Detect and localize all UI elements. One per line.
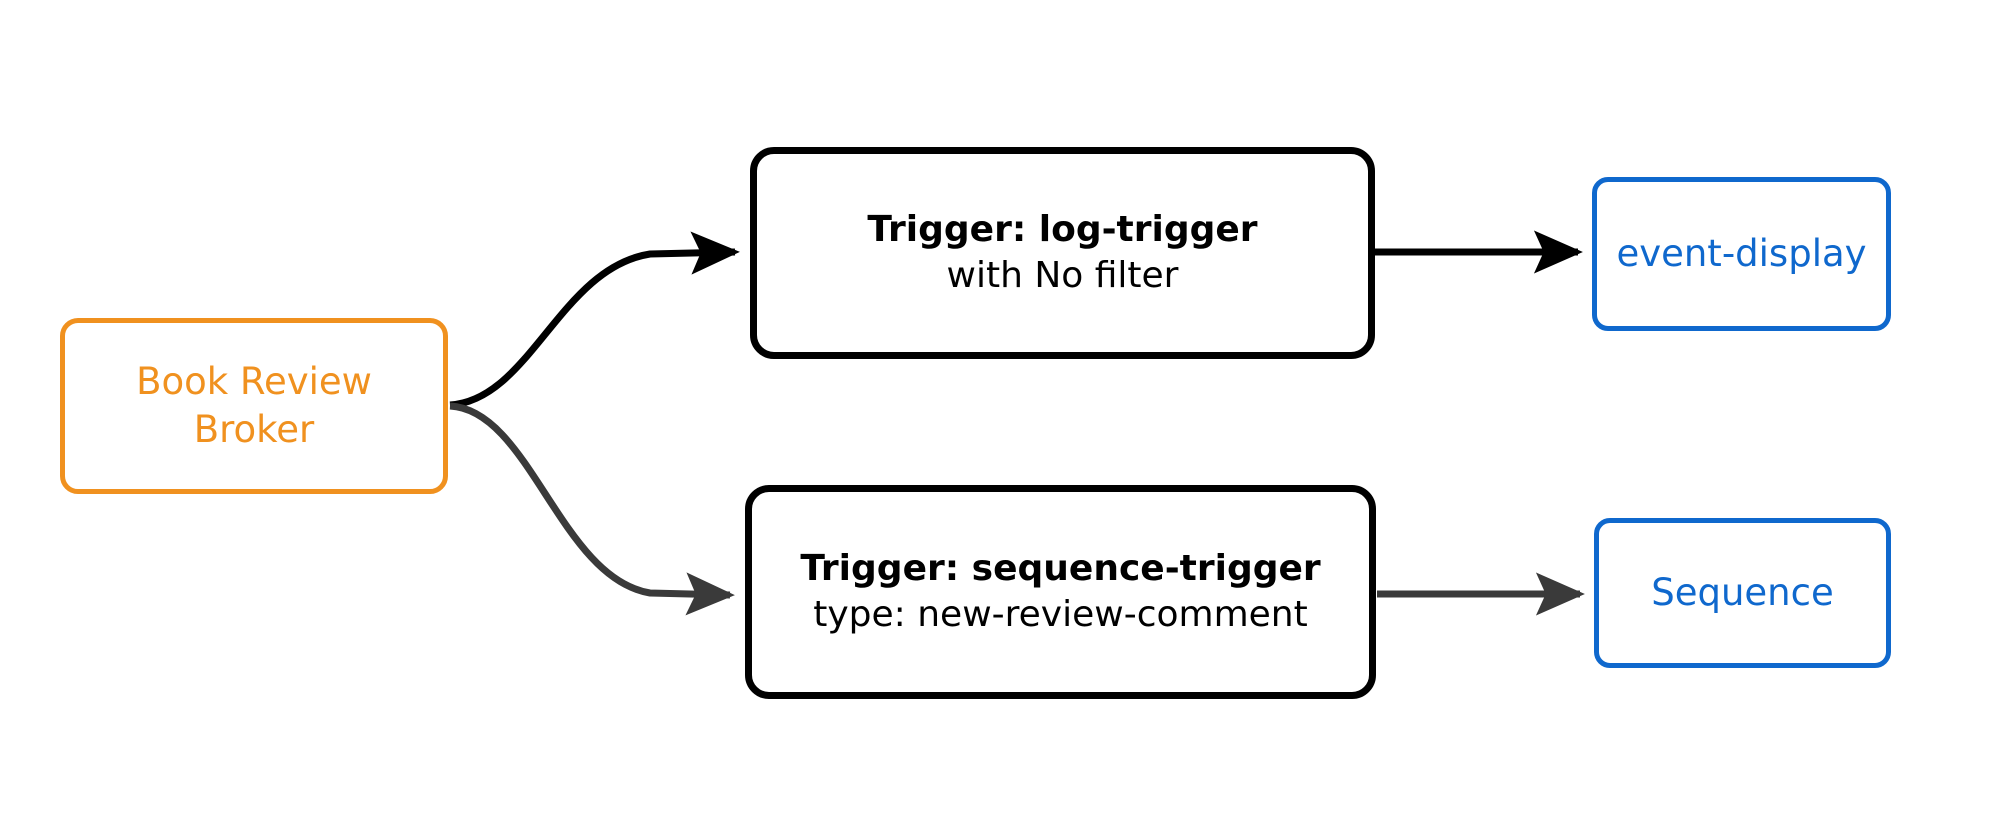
sequence-label: Sequence	[1651, 571, 1834, 615]
broker-label-line-1: Book Review	[136, 360, 372, 404]
broker-label-line-2: Broker	[193, 408, 315, 451]
node-book-review-broker[interactable]: Book Review Broker	[60, 318, 448, 494]
trigger-log-subtitle: with No filter	[946, 254, 1179, 296]
event-display-label: event-display	[1616, 232, 1867, 276]
node-event-display[interactable]: event-display	[1592, 177, 1891, 331]
node-sequence[interactable]: Sequence	[1594, 518, 1891, 668]
trigger-sequence-subtitle: type: new-review-comment	[813, 593, 1308, 635]
edge-broker-to-sequence-trigger	[449, 402, 735, 616]
trigger-sequence-title: Trigger: sequence-trigger	[800, 548, 1321, 590]
edge-broker-to-log-trigger	[449, 231, 740, 409]
node-trigger-log-trigger[interactable]: Trigger: log-trigger with No filter	[750, 147, 1375, 359]
node-trigger-sequence-trigger[interactable]: Trigger: sequence-trigger type: new-revi…	[745, 485, 1376, 699]
trigger-log-title: Trigger: log-trigger	[867, 209, 1258, 251]
